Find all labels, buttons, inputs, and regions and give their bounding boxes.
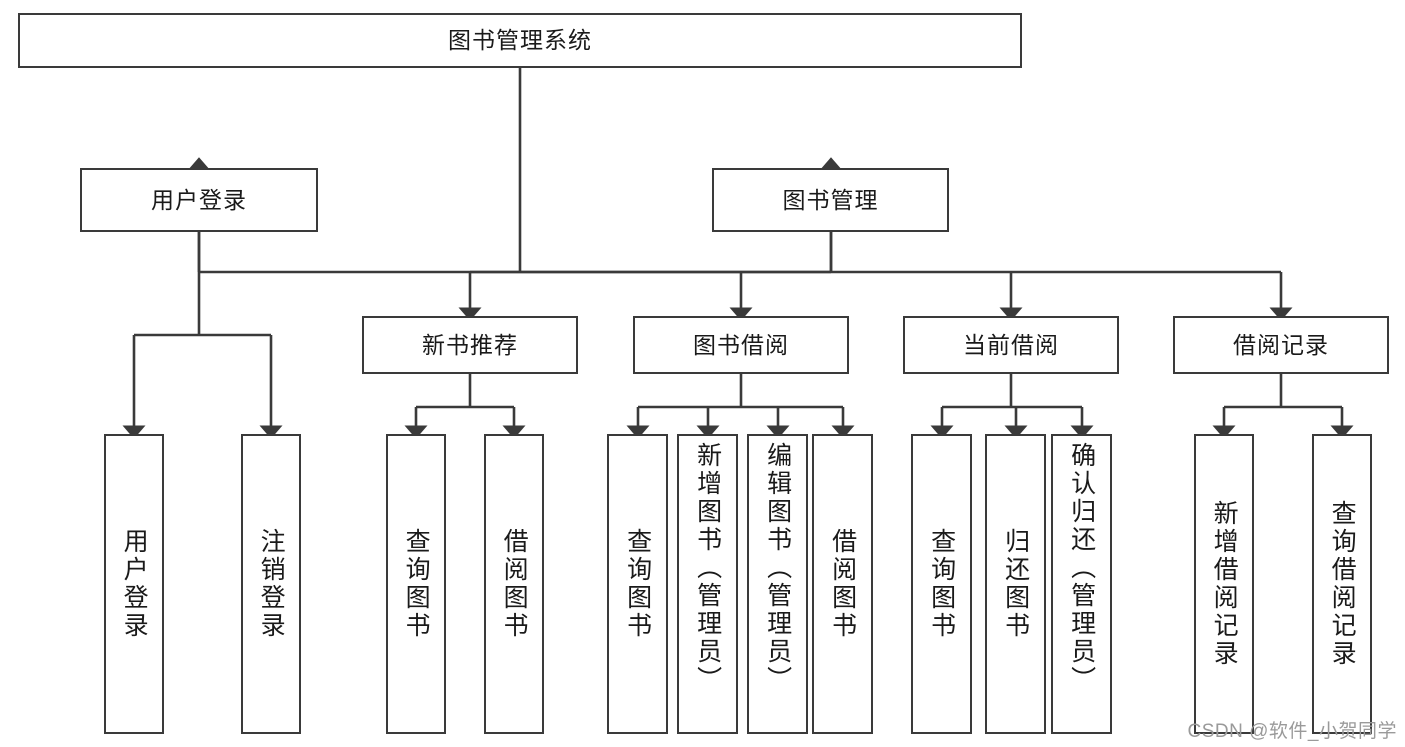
node-box-records[interactable]: 借阅记录 [1173, 316, 1389, 374]
node-box-root[interactable]: 图书管理系统 [18, 13, 1022, 68]
edge-paths [122, 68, 1354, 439]
node-label: 归还图书 [1001, 528, 1030, 640]
node-label: 用户登录 [151, 186, 247, 213]
node-box-l-edit[interactable]: 编辑图书（管理员） [747, 434, 808, 734]
node-box-l-queryrec[interactable]: 查询借阅记录 [1312, 434, 1372, 734]
node-box-login[interactable]: 用户登录 [80, 168, 318, 232]
node-box-l-borrow2[interactable]: 借阅图书 [812, 434, 873, 734]
node-box-newbook[interactable]: 新书推荐 [362, 316, 578, 374]
node-box-l-addrec[interactable]: 新增借阅记录 [1194, 434, 1254, 734]
node-label: 用户登录 [120, 528, 149, 640]
node-label: 编辑图书（管理员） [763, 442, 792, 694]
node-box-l-query1[interactable]: 查询图书 [386, 434, 446, 734]
node-label: 图书管理 [782, 186, 879, 213]
node-label: 借阅记录 [1233, 331, 1329, 358]
node-label: 查询图书 [927, 528, 956, 640]
node-label: 图书借阅 [693, 331, 789, 358]
node-box-l-add[interactable]: 新增图书（管理员） [677, 434, 738, 734]
node-box-l-query2[interactable]: 查询图书 [607, 434, 668, 734]
node-label: 图书管理系统 [448, 27, 592, 54]
node-label: 新增图书（管理员） [693, 442, 722, 694]
node-box-l-login[interactable]: 用户登录 [104, 434, 164, 734]
node-box-bookmgmt[interactable]: 图书管理 [712, 168, 949, 232]
node-box-current[interactable]: 当前借阅 [903, 316, 1119, 374]
watermark-text: CSDN @软件_小贺同学 [1187, 721, 1397, 742]
node-box-l-logout[interactable]: 注销登录 [241, 434, 301, 734]
node-label: 当前借阅 [963, 331, 1059, 358]
node-label: 查询借阅记录 [1328, 500, 1357, 668]
node-label: 借阅图书 [500, 528, 529, 640]
node-label: 查询图书 [623, 528, 652, 640]
node-label: 借阅图书 [828, 528, 857, 640]
node-box-l-return[interactable]: 归还图书 [985, 434, 1046, 734]
node-label: 注销登录 [257, 528, 286, 640]
node-label: 查询图书 [402, 528, 431, 640]
node-box-borrow[interactable]: 图书借阅 [633, 316, 849, 374]
node-label: 新增借阅记录 [1210, 500, 1239, 668]
node-box-l-borrow1[interactable]: 借阅图书 [484, 434, 544, 734]
node-label: 确认归还（管理员） [1067, 442, 1096, 694]
node-label: 新书推荐 [422, 331, 518, 358]
node-box-l-confirm[interactable]: 确认归还（管理员） [1051, 434, 1112, 734]
node-box-l-query3[interactable]: 查询图书 [911, 434, 972, 734]
